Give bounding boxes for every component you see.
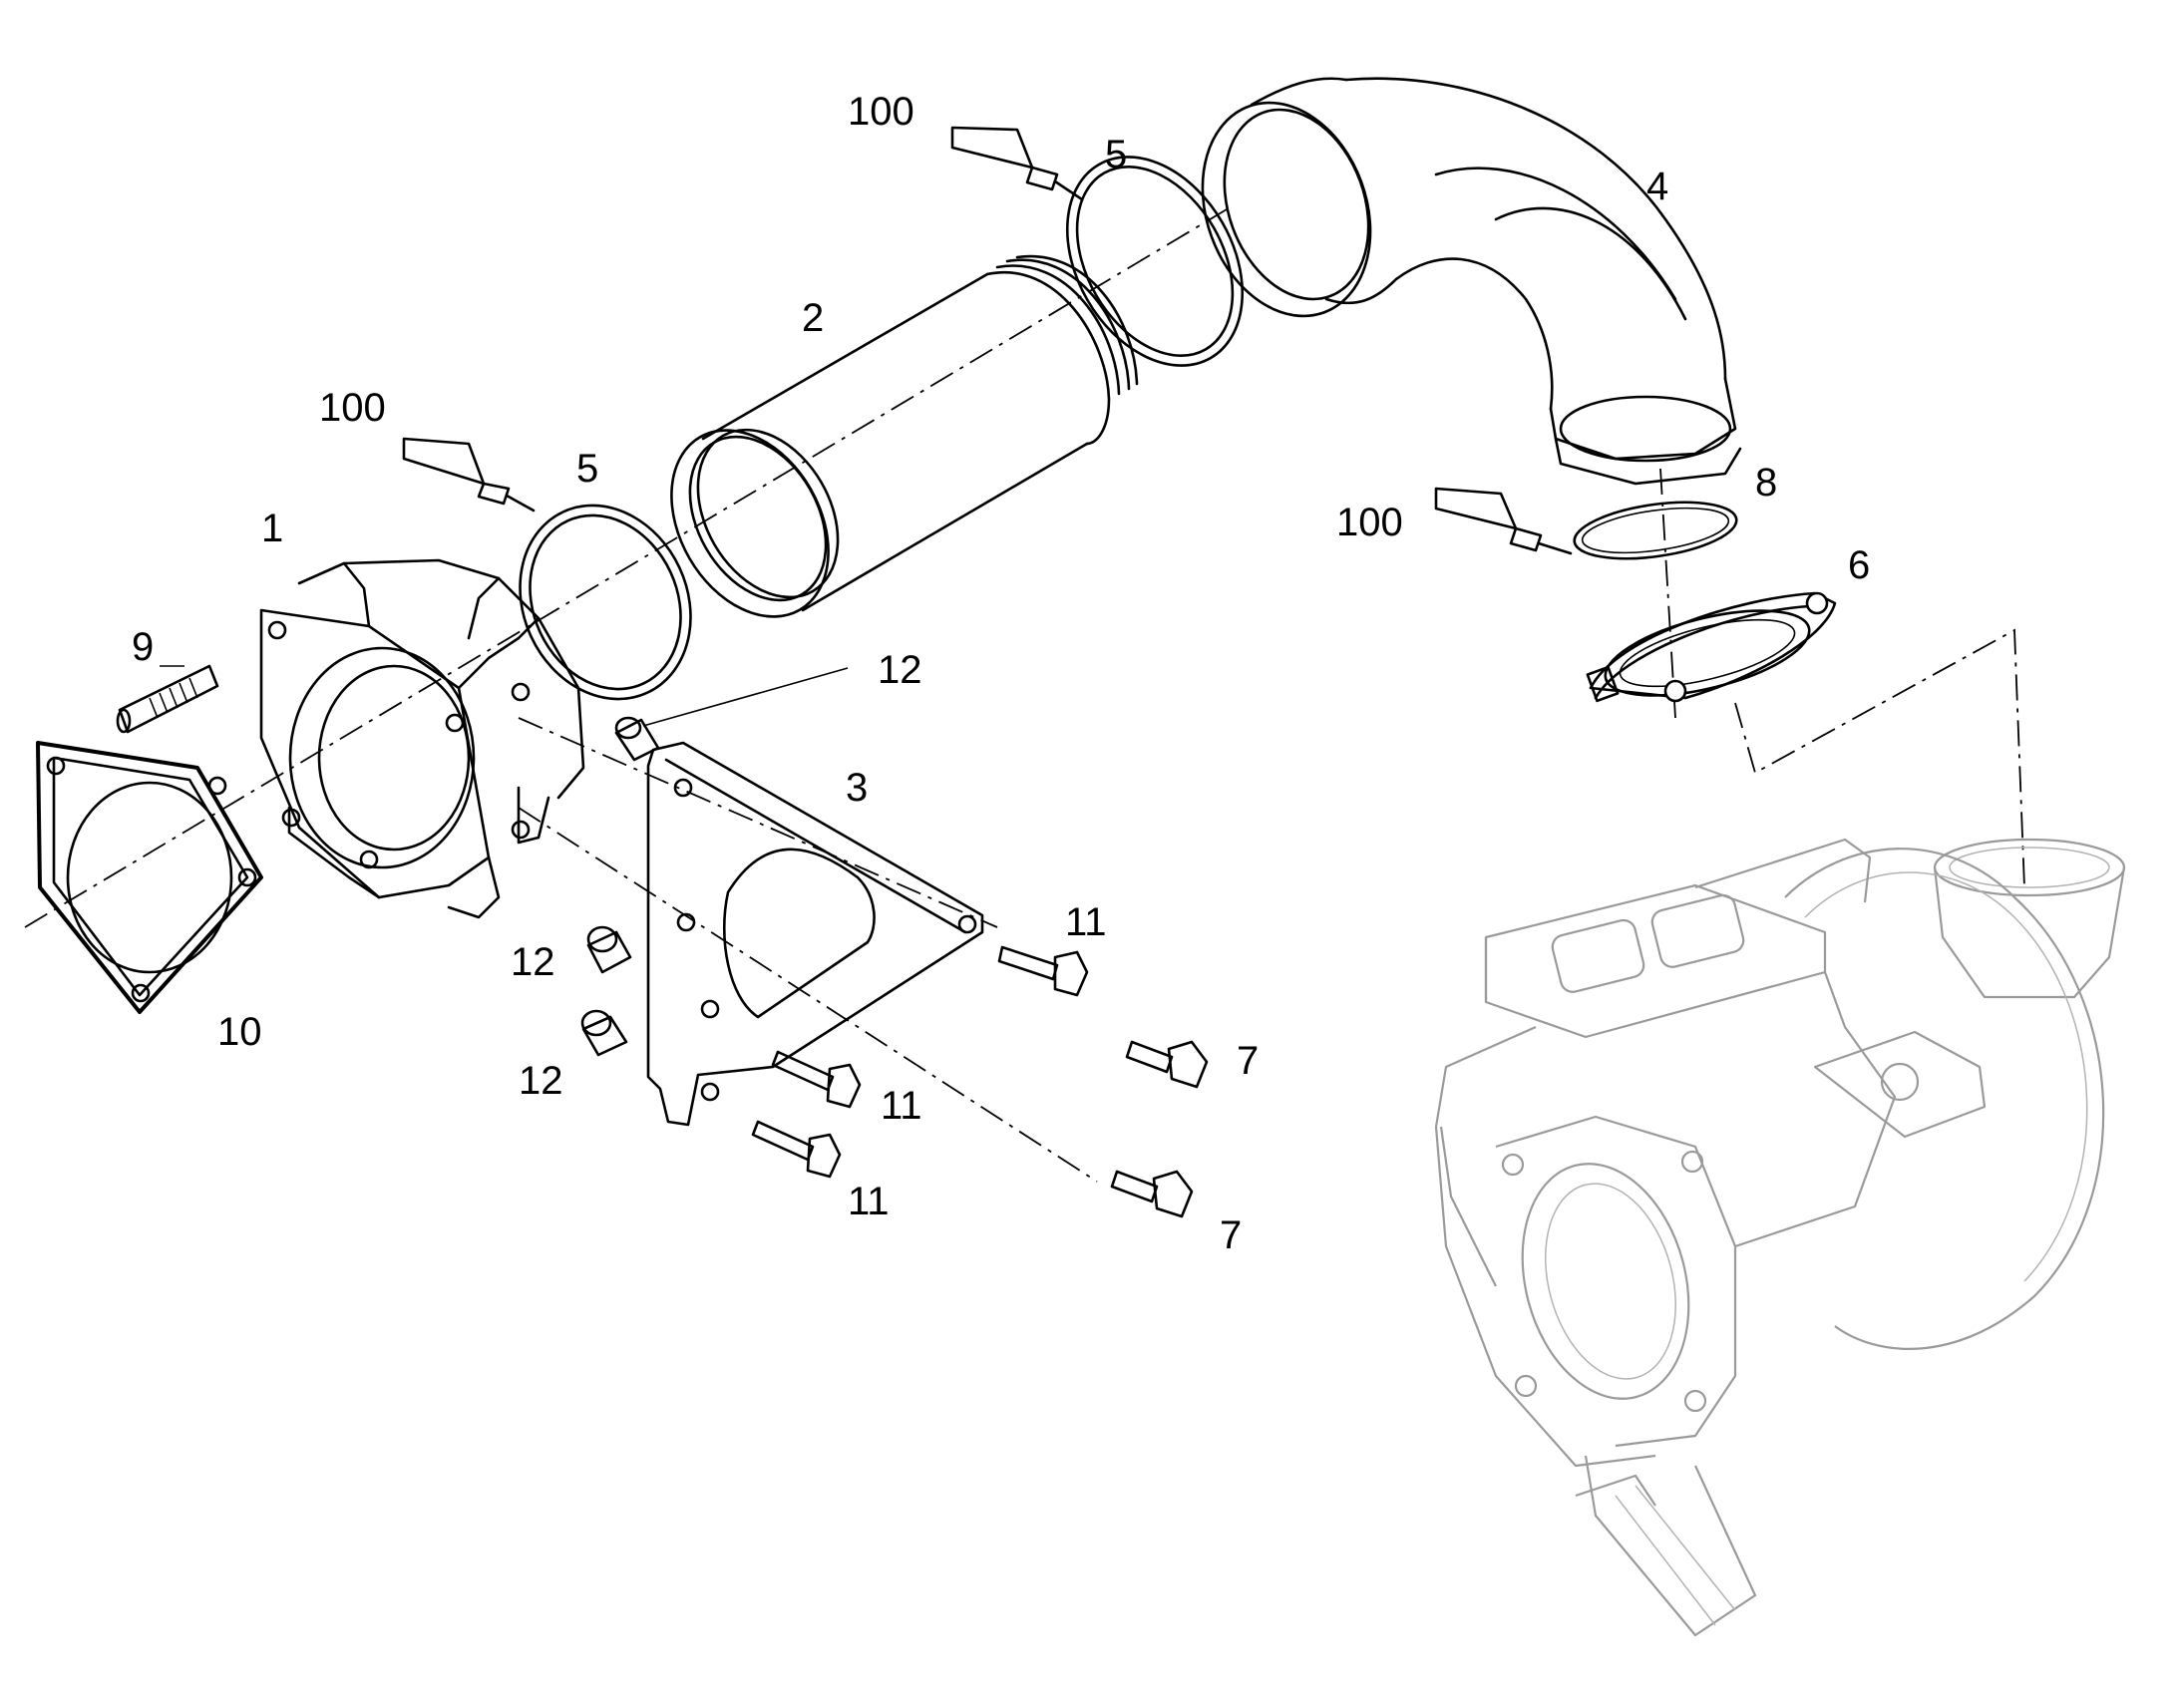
callout-4: 4: [1646, 165, 1668, 208]
clamp-part-6: [1586, 591, 1837, 703]
sealant-tube-100-top: [950, 126, 1084, 201]
callout-12-top: 12: [878, 648, 922, 692]
gasket-part-10: [36, 741, 263, 1014]
o-ring-part-8: [1573, 501, 1738, 560]
callout-5-upper: 5: [1105, 133, 1127, 176]
callout-9: 9: [132, 625, 154, 669]
callout-100-top: 100: [848, 90, 914, 134]
bolt-part-11-top: [997, 945, 1089, 997]
callout-5-lower: 5: [576, 447, 598, 491]
sealant-tube-100-left: [402, 437, 536, 512]
housing-part-1: [259, 558, 585, 919]
callout-2: 2: [802, 296, 824, 340]
turbocharger-reference: [1434, 838, 2126, 1637]
spacer-part-12-middle: [586, 925, 632, 974]
stud-part-9: [116, 664, 219, 734]
callout-11-middle: 11: [881, 1084, 922, 1128]
callout-6: 6: [1848, 543, 1870, 587]
callout-11-bottom: 11: [848, 1180, 890, 1223]
callout-7-top: 7: [1237, 1039, 1259, 1083]
callout-12-bottom: 12: [519, 1059, 563, 1103]
callout-10: 10: [217, 1010, 262, 1054]
bolt-part-11-middle: [771, 1050, 862, 1109]
callout-7-bottom: 7: [1220, 1213, 1242, 1257]
o-ring-part-5-lower: [519, 504, 692, 701]
spacer-part-12-bottom: [580, 1009, 628, 1057]
spacer-part-12-top: [614, 716, 660, 762]
bolt-part-7-bottom: [1110, 1170, 1194, 1218]
callout-100-right: 100: [1336, 501, 1403, 544]
sealant-tube-100-right: [1434, 487, 1573, 555]
leader-lines: [160, 665, 849, 727]
elbow-part-4: [1201, 77, 1742, 486]
pipe-part-2: [670, 254, 1139, 618]
callout-1: 1: [261, 507, 283, 550]
callout-labels: 1 2 3 4 5 5 6 7 7 8 9 10 11 11 11 12 12 …: [132, 90, 1870, 1257]
callout-8: 8: [1755, 461, 1777, 505]
callout-11-top: 11: [1065, 900, 1107, 944]
bracket-part-3: [646, 741, 984, 1127]
bolt-part-11-bottom: [751, 1120, 842, 1179]
callout-100-left: 100: [319, 386, 386, 430]
callout-3: 3: [846, 766, 868, 810]
o-ring-part-5-upper: [1065, 156, 1245, 367]
callout-12-middle: 12: [511, 940, 555, 984]
center-lines: [24, 208, 2025, 1183]
bolt-part-7-top: [1125, 1040, 1209, 1089]
